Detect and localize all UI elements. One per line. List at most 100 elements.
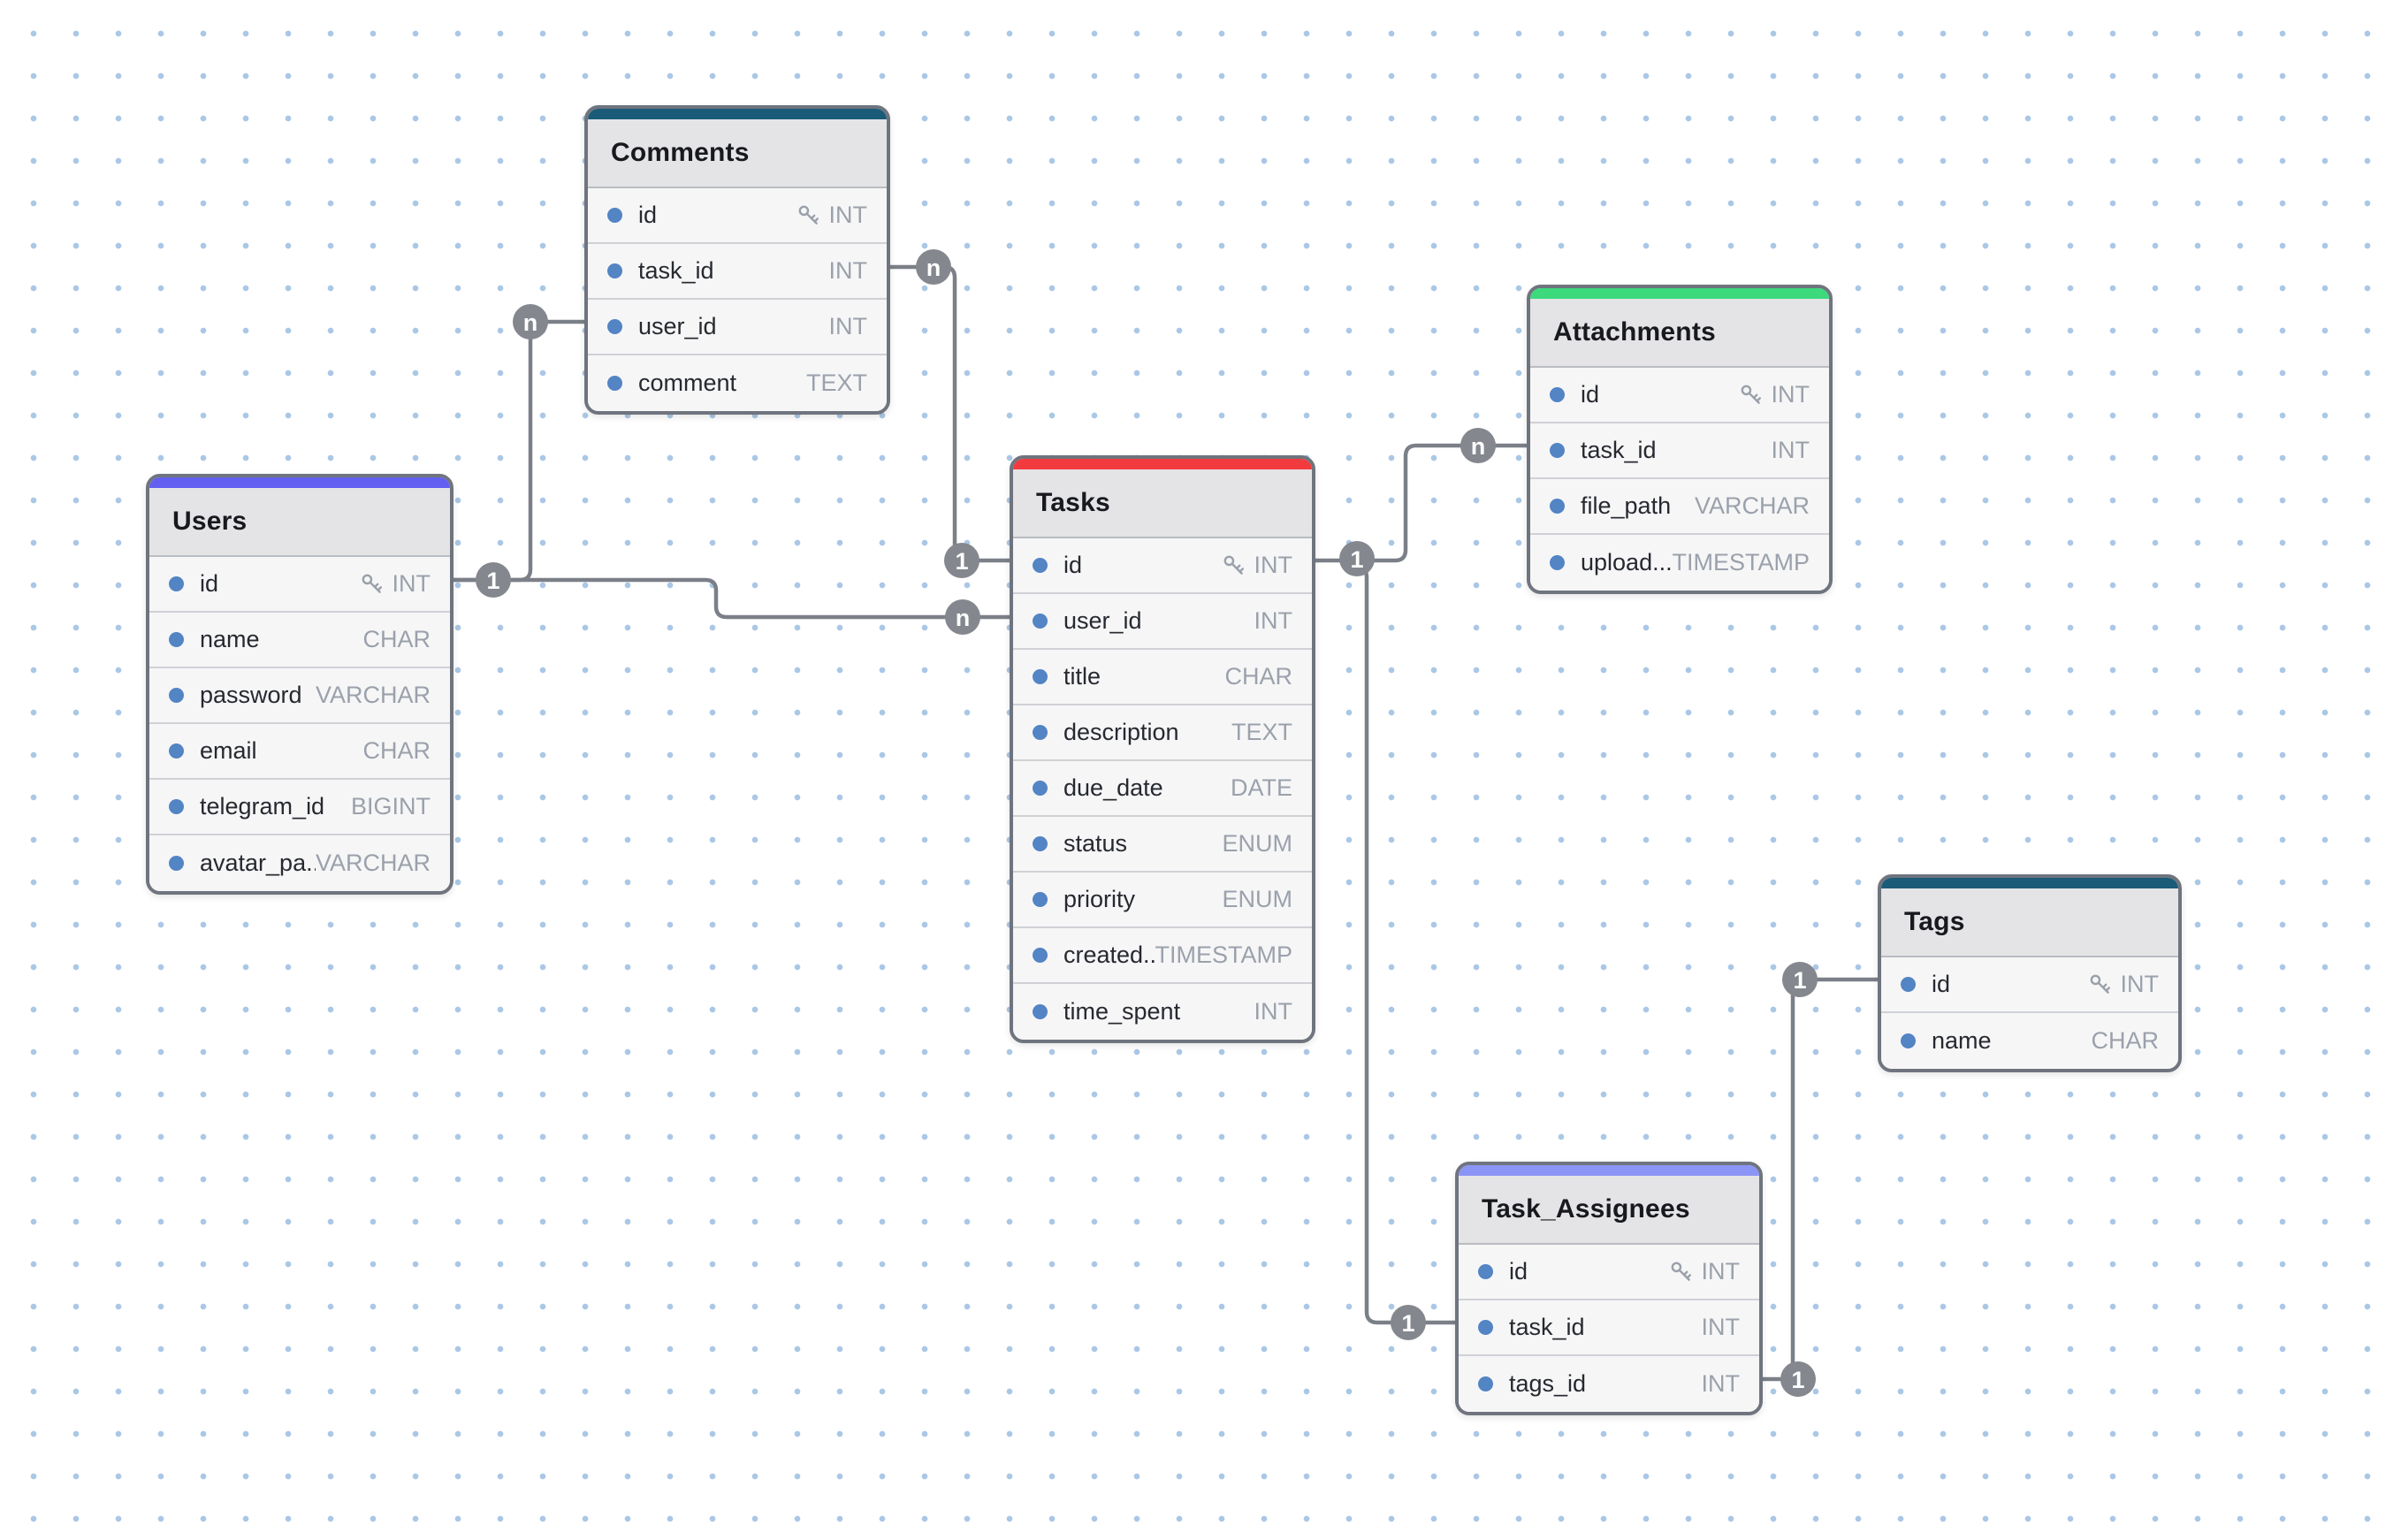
relationship-users-tasks[interactable]: [451, 577, 1012, 620]
field-dot-icon: [1901, 977, 1916, 992]
field-row-tags-name[interactable]: name CHAR: [1881, 1013, 2178, 1069]
field-dot-icon: [607, 376, 622, 391]
relationship-comments-tasks[interactable]: [888, 264, 1012, 563]
relationship-users-comments[interactable]: [451, 319, 587, 583]
field-type: TEXT: [805, 370, 867, 396]
svg-text:n: n: [956, 605, 971, 631]
field-dot-icon: [1478, 1320, 1493, 1335]
field-dot-icon: [1033, 1004, 1048, 1019]
table-title: Users: [172, 507, 248, 536]
table-header[interactable]: Attachments: [1530, 299, 1829, 368]
field-name: priority: [1063, 886, 1136, 912]
relationship-tasks-task-assignees[interactable]: [1356, 558, 1458, 1325]
field-name: email: [200, 737, 257, 764]
field-dot-icon: [1033, 725, 1048, 740]
table-accent-bar: [1530, 288, 1829, 299]
field-row-attachments-upload[interactable]: upload...TIMESTAMP: [1530, 535, 1829, 591]
table-title: Task_Assignees: [1482, 1194, 1690, 1224]
table-header[interactable]: Users: [149, 488, 450, 557]
cardinality-comments-tasks-n: n: [916, 249, 951, 285]
field-name: id: [200, 570, 219, 597]
relationship-task-assignees-tags[interactable]: [1760, 977, 1880, 1382]
table-title: Tasks: [1036, 488, 1110, 517]
field-row-tasks-time_spent[interactable]: time_spent INT: [1013, 984, 1312, 1040]
field-dot-icon: [1550, 443, 1565, 458]
table-header[interactable]: Tasks: [1013, 469, 1312, 538]
field-name: avatar_pa...: [200, 850, 316, 876]
field-type: INT: [828, 313, 868, 339]
field-type: INT: [1254, 998, 1293, 1025]
field-meta: INT: [1702, 1370, 1741, 1398]
field-row-users-id[interactable]: id INT: [149, 557, 450, 613]
field-type: CHAR: [362, 737, 431, 764]
field-name: created...: [1063, 942, 1155, 968]
cardinality-task-assignees-tags-1-from: 1: [1780, 1361, 1816, 1397]
field-meta: INT: [796, 202, 867, 229]
field-row-comments-id[interactable]: id INT: [588, 188, 887, 244]
field-row-tasks-status[interactable]: status ENUM: [1013, 817, 1312, 873]
field-meta: CHAR: [2091, 1027, 2159, 1055]
field-meta: INT: [1702, 1314, 1741, 1341]
primary-key-icon: [1671, 1262, 1691, 1281]
field-name: task_id: [1581, 437, 1657, 463]
relationship-tasks-attachments[interactable]: [1313, 443, 1529, 563]
field-meta: VARCHAR: [316, 850, 431, 877]
field-name: name: [1932, 1027, 1992, 1054]
field-row-tasks-due_date[interactable]: due_date DATE: [1013, 761, 1312, 817]
field-dot-icon: [1033, 836, 1048, 851]
field-name: status: [1063, 830, 1128, 857]
field-name: due_date: [1063, 774, 1163, 801]
table-header[interactable]: Task_Assignees: [1459, 1176, 1759, 1245]
field-dot-icon: [169, 576, 184, 591]
field-meta: INT: [1772, 437, 1810, 464]
field-name: task_id: [1509, 1314, 1585, 1340]
primary-key-icon: [1741, 385, 1761, 404]
field-row-users-avatar_pa[interactable]: avatar_pa...VARCHAR: [149, 835, 450, 891]
table-accent-bar: [1881, 878, 2178, 888]
field-row-attachments-task_id[interactable]: task_id INT: [1530, 423, 1829, 479]
table-header[interactable]: Tags: [1881, 888, 2178, 957]
field-name: id: [638, 202, 658, 228]
field-dot-icon: [169, 688, 184, 703]
field-meta: CHAR: [362, 626, 431, 653]
field-type: INT: [1771, 381, 1810, 408]
field-meta: INT: [1738, 381, 1810, 408]
field-meta: ENUM: [1223, 830, 1293, 858]
field-type: DATE: [1230, 774, 1292, 801]
field-type: INT: [392, 570, 431, 597]
field-name: title: [1063, 663, 1101, 690]
table-header[interactable]: Comments: [588, 119, 887, 188]
field-name: time_spent: [1063, 998, 1181, 1025]
primary-key-icon: [362, 574, 382, 593]
field-name: file_path: [1581, 492, 1672, 519]
field-row-users-email[interactable]: email CHAR: [149, 724, 450, 780]
field-dot-icon: [1033, 781, 1048, 796]
field-row-tasks-created[interactable]: created...TIMESTAMP: [1013, 928, 1312, 984]
field-type: TEXT: [1231, 719, 1292, 745]
field-row-task-assignees-task_id[interactable]: task_id INT: [1459, 1300, 1759, 1356]
